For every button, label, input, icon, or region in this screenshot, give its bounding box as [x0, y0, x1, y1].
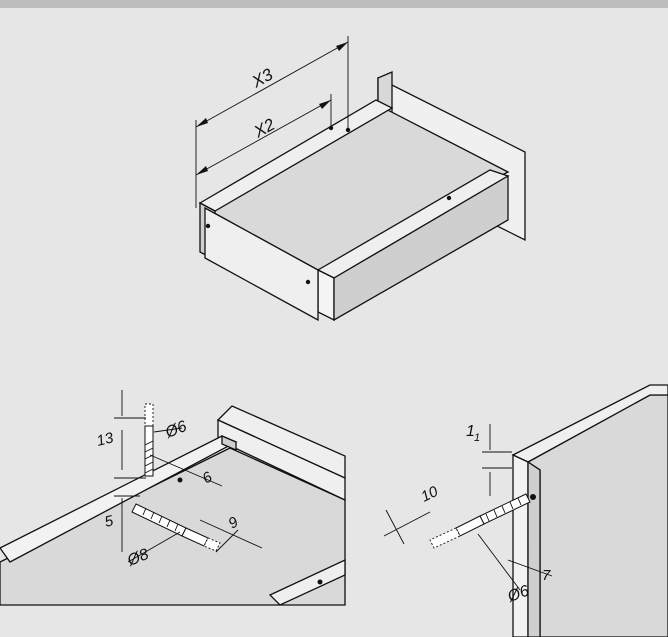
detail-right [383, 384, 668, 637]
label-x3: X3 [248, 65, 277, 92]
label-d6-right: Ø6 [505, 582, 532, 606]
label-10: 10 [418, 483, 441, 506]
top-bar [0, 0, 668, 8]
detail-left [0, 390, 346, 606]
label-7: 7 [542, 567, 551, 584]
label-x2: X2 [250, 115, 279, 142]
drawer-box [198, 71, 526, 322]
label-1-main: 1 [466, 423, 475, 440]
dimension-x2 [195, 94, 332, 176]
label-13: 13 [95, 429, 116, 450]
label-1-sub: 1 [474, 432, 480, 444]
dimension-x3 [195, 36, 349, 208]
label-d6-left: Ø6 [162, 418, 189, 442]
